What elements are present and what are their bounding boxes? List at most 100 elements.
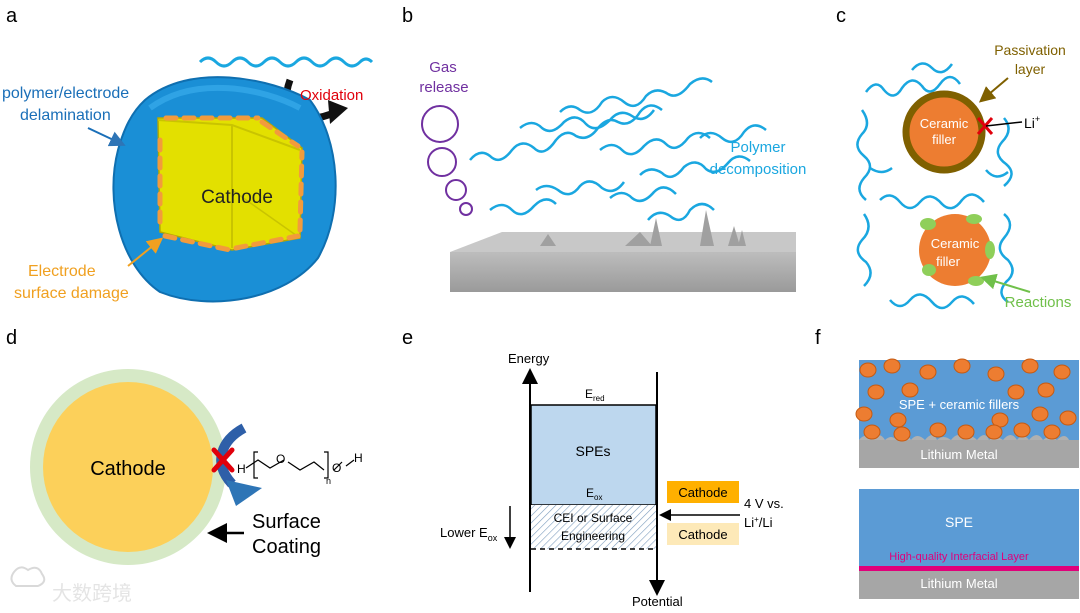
peo-formula: H O n O H bbox=[237, 451, 363, 486]
panel-c-letter: c bbox=[836, 5, 846, 27]
cathode-level-low bbox=[667, 523, 739, 545]
deflect-arrow-head bbox=[226, 480, 262, 506]
damage-arrow bbox=[127, 237, 164, 267]
cathode-level-high-label: Cathode bbox=[678, 485, 727, 500]
voltage-label-2: Li+/Li bbox=[744, 515, 773, 530]
watermark-logo-icon bbox=[10, 566, 46, 587]
filler-particle bbox=[919, 364, 937, 380]
energy-label: Energy bbox=[508, 351, 550, 366]
passivation-arrow bbox=[978, 77, 1009, 103]
interfacial-label: High-quality Interfacial Layer bbox=[889, 551, 1029, 563]
reacted-filler-label-2: filler bbox=[936, 254, 961, 269]
spe-stability-window bbox=[530, 404, 657, 506]
filler-label-1: Ceramic bbox=[920, 116, 969, 131]
pure-spe-layer bbox=[859, 489, 1079, 566]
lower-eox-label: Lower Eox bbox=[440, 525, 498, 543]
passivation-label-2: layer bbox=[1015, 61, 1046, 77]
li-ion-label: Li+ bbox=[1024, 114, 1040, 131]
filler-particle bbox=[1021, 358, 1039, 374]
panel-c-polymer-chains bbox=[856, 62, 1014, 310]
damage-label-1: Electrode bbox=[28, 263, 96, 280]
oxidation-arrowhead bbox=[328, 100, 348, 124]
passivation-label-1: Passivation bbox=[994, 42, 1066, 58]
panel-d-cathode-label: Cathode bbox=[90, 458, 166, 480]
panel-b: b Gas release Polymer decomposition bbox=[402, 5, 806, 292]
delamination-label-2: delamination bbox=[20, 107, 111, 124]
svg-text:O: O bbox=[332, 461, 341, 475]
filler-particle bbox=[985, 424, 1003, 440]
damage-label-2: surface damage bbox=[14, 285, 129, 302]
svg-text:H: H bbox=[354, 451, 363, 465]
panel-f-letter: f bbox=[815, 327, 821, 349]
voltage-label-1: 4 V vs. bbox=[744, 496, 784, 511]
panel-b-letter: b bbox=[402, 5, 413, 27]
interfacial-layer bbox=[859, 566, 1079, 571]
gas-bubble-large bbox=[421, 105, 459, 143]
filler-particle bbox=[1031, 406, 1049, 422]
eox-label: Eox bbox=[586, 486, 602, 502]
gas-bubble-tiny bbox=[459, 202, 473, 216]
bottom-metal-label: Lithium Metal bbox=[920, 576, 997, 591]
filler-particle bbox=[889, 412, 907, 428]
polymer-label-2: decomposition bbox=[710, 161, 807, 178]
gas-bubble-medium bbox=[427, 147, 457, 177]
cathode-level-high bbox=[667, 481, 739, 503]
panel-e-letter: e bbox=[402, 327, 413, 349]
filler-particle bbox=[883, 358, 901, 374]
top-metal-label: Lithium Metal bbox=[920, 447, 997, 462]
filler-particle bbox=[987, 366, 1005, 382]
cathode-cutaway bbox=[157, 117, 303, 251]
polymer-label-1: Polymer bbox=[730, 139, 785, 156]
filler-label-2: filler bbox=[932, 132, 957, 147]
filler-particle bbox=[1059, 410, 1077, 426]
watermark: 大数跨境 bbox=[10, 566, 132, 605]
bottom-lithium-metal bbox=[859, 571, 1079, 599]
potential-label: Potential bbox=[632, 594, 683, 609]
svg-text:H: H bbox=[237, 462, 246, 476]
dendrite-spikes bbox=[540, 210, 746, 246]
panel-d-letter: d bbox=[6, 327, 17, 349]
filler-particle bbox=[1043, 424, 1061, 440]
panel-d-cathode bbox=[43, 382, 213, 552]
cei-region bbox=[531, 505, 656, 549]
coating-label-1: Surface bbox=[252, 511, 321, 533]
panel-c: c Ceramic filler Li+ Passivation layer bbox=[836, 5, 1071, 311]
filler-particle bbox=[957, 424, 975, 440]
surface-damage-marks bbox=[157, 115, 305, 253]
panel-a-letter: a bbox=[6, 5, 18, 27]
filler-particle bbox=[893, 426, 911, 442]
delamination-label-1: polymer/electrode bbox=[2, 85, 129, 102]
reactions-label: Reactions bbox=[1005, 294, 1072, 311]
reaction-spots bbox=[920, 214, 995, 286]
ered-label: Ered bbox=[585, 387, 605, 403]
filler-particle bbox=[863, 424, 881, 440]
filler-particle bbox=[1007, 384, 1025, 400]
delamination-arrow bbox=[87, 127, 126, 147]
electrode-slab bbox=[450, 252, 796, 292]
panel-a-cathode-label: Cathode bbox=[201, 187, 273, 208]
svg-text:n: n bbox=[326, 476, 331, 486]
filler-particle bbox=[929, 422, 947, 438]
polymer-chains bbox=[469, 77, 767, 222]
filler-particle bbox=[867, 384, 885, 400]
filler-particle bbox=[1013, 422, 1031, 438]
ceramic-filler-reacted bbox=[919, 214, 991, 286]
filler-particle bbox=[1053, 364, 1071, 380]
filler-particle bbox=[1037, 382, 1055, 398]
cei-label-2: Engineering bbox=[561, 529, 625, 543]
deflect-arrow-shaft bbox=[216, 423, 247, 488]
composite-layer-label: SPE + ceramic fillers bbox=[899, 397, 1020, 412]
reactions-arrow bbox=[980, 273, 1031, 293]
gas-bubble-small bbox=[445, 179, 467, 201]
li-ion-line bbox=[985, 121, 1023, 127]
shell-highlight bbox=[148, 84, 302, 111]
filler-particle bbox=[901, 382, 919, 398]
panel-a-polymer-strand bbox=[198, 56, 374, 68]
panel-a: a Cathode Oxidation polymer/electrode de… bbox=[2, 5, 374, 303]
spes-label: SPEs bbox=[575, 443, 610, 459]
top-lithium-metal bbox=[859, 440, 1079, 468]
blocked-cross-icon bbox=[976, 117, 994, 135]
panel-f: f SPE + ceramic fillers Lithium Metal SP… bbox=[815, 327, 1079, 599]
cathode-edge-line-2 bbox=[157, 119, 301, 151]
